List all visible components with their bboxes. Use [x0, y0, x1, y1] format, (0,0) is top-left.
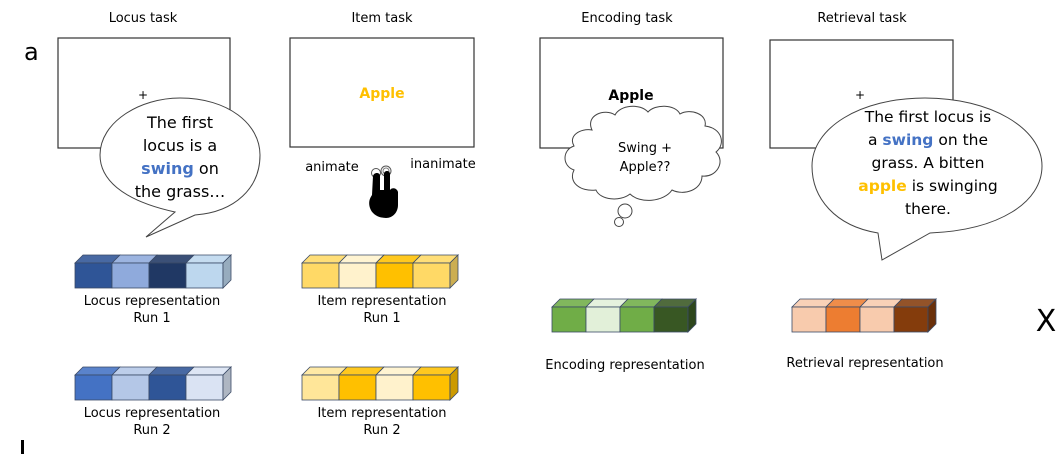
encoding-representation: Encoding representation	[545, 298, 705, 373]
cube-cell	[74, 374, 113, 401]
response-animate: animate	[305, 160, 359, 175]
cube-cell	[148, 374, 187, 401]
bubble-line: apple is swinging	[858, 177, 997, 195]
operator-x: X	[1036, 304, 1057, 339]
bubble-text: the grass…	[135, 182, 226, 201]
cube-cell	[585, 306, 621, 333]
cube-cell	[375, 262, 414, 289]
speech-bubble	[811, 97, 1043, 261]
speech-bubble	[99, 97, 261, 238]
task-screen	[289, 37, 475, 148]
bubble-text: Apple??	[620, 160, 671, 175]
bubble-line: a swing on the	[868, 131, 988, 149]
bubble-line: The first	[146, 113, 213, 132]
cube-cell	[301, 374, 340, 401]
encoding-word: Apple	[608, 88, 653, 104]
item-word: Apple	[359, 86, 404, 102]
cube-side-face	[449, 254, 459, 289]
cube-side-face	[449, 366, 459, 401]
cube-cell	[893, 306, 929, 333]
fixation-cross: +	[855, 88, 865, 102]
cube-cell	[375, 374, 414, 401]
panel-label: a	[24, 38, 39, 66]
highlighted-word: swing	[141, 159, 194, 178]
cube-cell	[111, 262, 150, 289]
bubble-line: locus is a	[143, 136, 217, 155]
thought-dot	[614, 217, 624, 227]
cube-cell	[185, 262, 224, 289]
encoding-task: Encoding task Apple Swing + Apple??	[539, 11, 724, 227]
item-task: Item task Apple animate inanimate	[289, 11, 476, 218]
bubble-line: there.	[905, 200, 951, 218]
locus-task: Locus task + The first locus is a swing on…	[57, 11, 261, 238]
highlighted-word: swing	[882, 131, 933, 149]
representation-label: Locus representation	[84, 406, 221, 421]
bubble-line: Apple??	[620, 160, 671, 175]
bubble-text: locus is a	[143, 136, 217, 155]
bubble-text: The first locus is	[864, 108, 992, 126]
two-finger-tap-hand-icon	[369, 165, 398, 218]
representation-label: Run 2	[133, 423, 170, 438]
cube-cell	[619, 306, 655, 333]
cube-cell	[111, 374, 150, 401]
bubble-text: on	[194, 159, 219, 178]
cube-side-face	[222, 254, 232, 289]
fixation-cross: +	[138, 88, 148, 102]
thought-bubble	[564, 105, 722, 201]
bubble-text: on the	[933, 131, 988, 149]
representation-label: Run 1	[363, 311, 400, 326]
cube-side-face	[687, 298, 697, 333]
bubble-text: Swing +	[618, 141, 672, 156]
bubble-text: is swinging	[907, 177, 998, 195]
bubble-line: swing on	[141, 159, 219, 178]
bubble-text: grass. A bitten	[872, 154, 985, 172]
bubble-text: The first	[146, 113, 213, 132]
cube-side-face	[927, 298, 937, 333]
cube-cell	[338, 262, 377, 289]
representation-label: Item representation	[317, 406, 446, 421]
cube-cell	[825, 306, 861, 333]
task-title: Encoding task	[581, 11, 673, 26]
cube-cell	[301, 262, 340, 289]
task-title: Locus task	[109, 11, 178, 26]
cube-cell	[551, 306, 587, 333]
representation-label: Locus representation	[84, 294, 221, 309]
cube-cell	[185, 374, 224, 401]
speech-bubble-text: The first locus is a swing on the grass. A…	[858, 108, 997, 218]
highlighted-word: apple	[858, 177, 906, 195]
bubble-line: grass. A bitten	[872, 154, 985, 172]
task-title: Item task	[351, 11, 413, 26]
representation-label: Encoding representation	[545, 358, 704, 373]
task-title: Retrieval task	[817, 11, 907, 26]
representation-label: Item representation	[317, 294, 446, 309]
cube-cell	[338, 374, 377, 401]
speech-bubble-text: The first locus is a swing on the grass…	[135, 113, 226, 201]
bubble-line: Swing +	[618, 141, 672, 156]
cube-cell	[412, 374, 451, 401]
response-inanimate: inanimate	[410, 157, 475, 172]
cube-cell	[859, 306, 895, 333]
cube-cell	[653, 306, 689, 333]
representation-label: Retrieval representation	[786, 356, 943, 371]
cube-side-face	[222, 366, 232, 401]
retrieval-task: Retrieval task + The first locus is a swi…	[769, 11, 1043, 261]
bubble-line: The first locus is	[864, 108, 992, 126]
cut-off-mark	[21, 440, 24, 454]
thought-dot	[617, 203, 633, 219]
cube-cell	[412, 262, 451, 289]
bubble-text: there.	[905, 200, 951, 218]
cube-cell	[791, 306, 827, 333]
representation-label: Run 2	[363, 423, 400, 438]
thought-bubble-text: Swing + Apple??	[618, 141, 672, 175]
retrieval-representation: Retrieval representation	[786, 298, 944, 371]
bubble-text: a	[868, 131, 882, 149]
cube-cell	[74, 262, 113, 289]
cube-cell	[148, 262, 187, 289]
bubble-line: the grass…	[135, 182, 226, 201]
representation-label: Run 1	[133, 311, 170, 326]
